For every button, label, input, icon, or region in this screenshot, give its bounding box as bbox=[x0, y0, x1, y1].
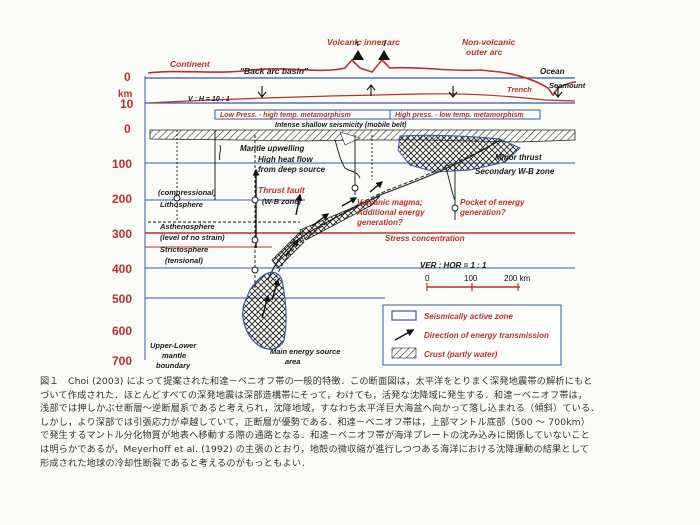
nonvolcanic-arc-label-2: outer arc bbox=[466, 47, 503, 57]
trench-label: Trench bbox=[507, 85, 532, 94]
upper-lower-label-2: mantle bbox=[162, 351, 186, 360]
legend-seismic-swatch bbox=[391, 310, 417, 321]
caption-line-3: 浅部では押しかぶせ断層～逆断層系であると考えられ，沈降地域，すなわち太平洋巨大海… bbox=[40, 403, 600, 415]
caption-line-1: 図１ Choi (2003) によって提案された和達－ベニオフ帯の一般的特徴．こ… bbox=[40, 376, 593, 387]
no-strain-label: (level of no strain) bbox=[160, 233, 225, 242]
pocket-label-1: Pocket of energy bbox=[460, 198, 525, 207]
scale-tick-100: 100 bbox=[464, 274, 478, 283]
volcano-symbol-1 bbox=[352, 50, 364, 60]
axis-tick-500: 500 bbox=[112, 292, 132, 306]
heat-flow-label-1: High heat flow bbox=[258, 155, 313, 164]
caption-line-6: は明らかであるが，Meyerhoff et al. (1992) の主張のとおり… bbox=[40, 443, 590, 455]
high-press-box bbox=[389, 109, 541, 120]
axis-tick-300: 300 bbox=[112, 227, 132, 241]
additional-energy-label-1: Additional energy bbox=[356, 208, 425, 217]
axis-tick-200: 200 bbox=[112, 192, 132, 206]
minor-thrust-label: Minor thrust bbox=[495, 153, 542, 162]
vertical-markers bbox=[173, 130, 459, 290]
main-energy-label-1: Main energy source bbox=[270, 347, 340, 356]
surface-profile bbox=[145, 58, 577, 104]
axis-tick-0: 0 bbox=[124, 122, 131, 136]
tensional-label: (tensional) bbox=[165, 256, 203, 265]
vh-ratio-label: V : H = 10 : 1 bbox=[188, 96, 230, 103]
secondary-wb-label: Secondary W-B zone bbox=[475, 167, 555, 176]
energy-arrows bbox=[252, 168, 384, 319]
caption-line-2: づいて作成された．ほとんどすべての深発地震は深部造構帯にそって，わけても，活発な… bbox=[40, 389, 588, 401]
axis-tick-600: 600 bbox=[112, 324, 132, 338]
volcanic-magma-label: Volcanic magma; bbox=[357, 198, 423, 207]
upwelling-arrows-top bbox=[257, 84, 563, 98]
scale-tick-200: 200 km bbox=[504, 274, 531, 283]
upper-lower-label-3: boundary bbox=[156, 361, 191, 370]
legend-crust-label: Crust (partly water) bbox=[424, 350, 498, 359]
axis-tick-10: 10 bbox=[120, 97, 134, 111]
seamount-label: Seamount bbox=[549, 81, 586, 90]
legend-seismic-label: Seismically active zone bbox=[424, 312, 513, 321]
volcanic-arc-label: Volcanic inner arc bbox=[327, 37, 400, 47]
caption-line-7: 形成された地球の冷却性断裂であると考えるのがもっともよい． bbox=[40, 457, 311, 469]
seismicity-label: Intense shallow seismicity (mobile belt) bbox=[275, 122, 407, 129]
lithosphere-label: Lithosphere bbox=[160, 200, 203, 209]
axis-tick-0-top: 0 bbox=[124, 70, 131, 84]
thrust-fault-label: Thrust fault bbox=[258, 185, 306, 195]
continent-label: Continent bbox=[170, 59, 211, 69]
legend-energy-arrow-icon bbox=[394, 329, 415, 341]
asthenosphere-label: Asthenosphere bbox=[159, 222, 215, 231]
strictosphere-label: Strictosphere bbox=[160, 245, 208, 254]
caption-line-5: で発生するマントル分化物質が地表へ移動する際の通路となる．和達－ベニオフ帯が海洋… bbox=[40, 430, 590, 442]
axis-tick-700: 700 bbox=[112, 354, 132, 368]
heat-flow-label-2: from deep source bbox=[258, 165, 326, 174]
wb-zone-label: (W-B zone) bbox=[262, 197, 301, 206]
mantle-upwelling-label: Mantle upwelling bbox=[240, 144, 305, 153]
scale-ratio: VER : HOR = 1 : 1 bbox=[420, 261, 487, 270]
additional-energy-label-2: generation? bbox=[356, 218, 403, 227]
axis-unit: km bbox=[118, 89, 133, 100]
low-press-label: Low Press. - high temp. metamorphism bbox=[220, 112, 351, 119]
ocean-label: Ocean bbox=[540, 67, 565, 76]
high-press-label: High press. - low temp. metamorphism bbox=[395, 112, 524, 119]
main-energy-label-2: area bbox=[285, 357, 300, 366]
crust-band bbox=[149, 129, 576, 143]
stress-label: Stress concentration bbox=[385, 234, 465, 243]
legend-energy-label: Direction of energy transmission bbox=[424, 331, 549, 340]
legend: Seismically active zone Direction of ene… bbox=[382, 304, 562, 366]
volcano-symbol-2 bbox=[378, 50, 390, 60]
figure-caption: 図１ Choi (2003) によって提案された和達－ベニオフ帯の一般的特徴．こ… bbox=[40, 375, 670, 470]
compressional-label: (compressional) bbox=[158, 188, 216, 197]
scale-bar: VER : HOR = 1 : 1 0 100 200 km bbox=[420, 261, 531, 291]
upper-lower-label-1: Upper-Lower bbox=[150, 341, 197, 350]
depth-axis: 0 km 10 0 100 200 300 400 500 600 700 bbox=[112, 70, 146, 368]
axis-tick-100: 100 bbox=[112, 157, 132, 171]
legend-crust-swatch bbox=[391, 347, 417, 359]
topography-line bbox=[147, 58, 577, 97]
axis-tick-400: 400 bbox=[112, 262, 132, 276]
pocket-label-2: generation? bbox=[459, 208, 506, 217]
back-arc-label: "Back arc basin" bbox=[240, 66, 309, 76]
nonvolcanic-arc-label-1: Non-volcanic bbox=[462, 37, 516, 47]
scale-tick-0: 0 bbox=[425, 274, 430, 283]
caption-line-4: しかし，より深部では引張応力が卓越していて，正断層が優勢である．和達－ベニオフ帯… bbox=[40, 416, 591, 428]
